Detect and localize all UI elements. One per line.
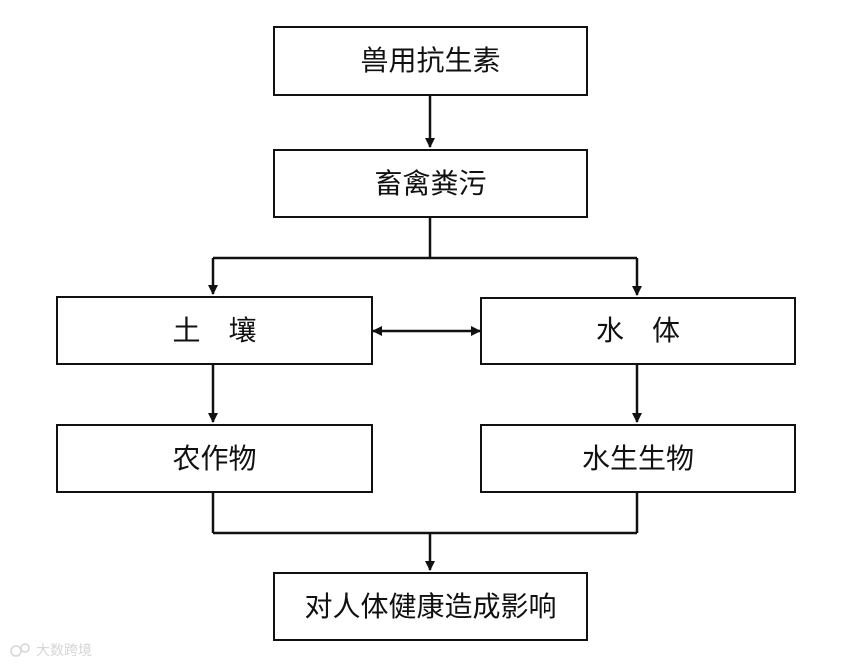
node-label: 农作物	[172, 441, 257, 475]
node-label: 畜禽粪污	[374, 166, 487, 200]
node-aquatic-organisms: 水生生物	[480, 424, 796, 493]
node-soil: 土 壤	[56, 296, 373, 365]
node-water-body: 水 体	[480, 297, 796, 365]
node-livestock-manure: 畜禽粪污	[273, 149, 588, 218]
node-crops: 农作物	[56, 424, 373, 493]
node-label: 土 壤	[172, 313, 257, 347]
node-label: 水 体	[595, 314, 680, 347]
watermark-logo-icon	[10, 642, 32, 658]
watermark: 大数跨境	[10, 638, 92, 662]
node-health-impact: 对人体健康造成影响	[273, 572, 588, 641]
node-veterinary-antibiotics: 兽用抗生素	[273, 26, 588, 96]
node-label: 对人体健康造成影响	[304, 589, 557, 623]
node-label: 兽用抗生素	[360, 44, 501, 77]
watermark-text: 大数跨境	[36, 643, 92, 659]
node-label: 水生生物	[581, 441, 694, 475]
